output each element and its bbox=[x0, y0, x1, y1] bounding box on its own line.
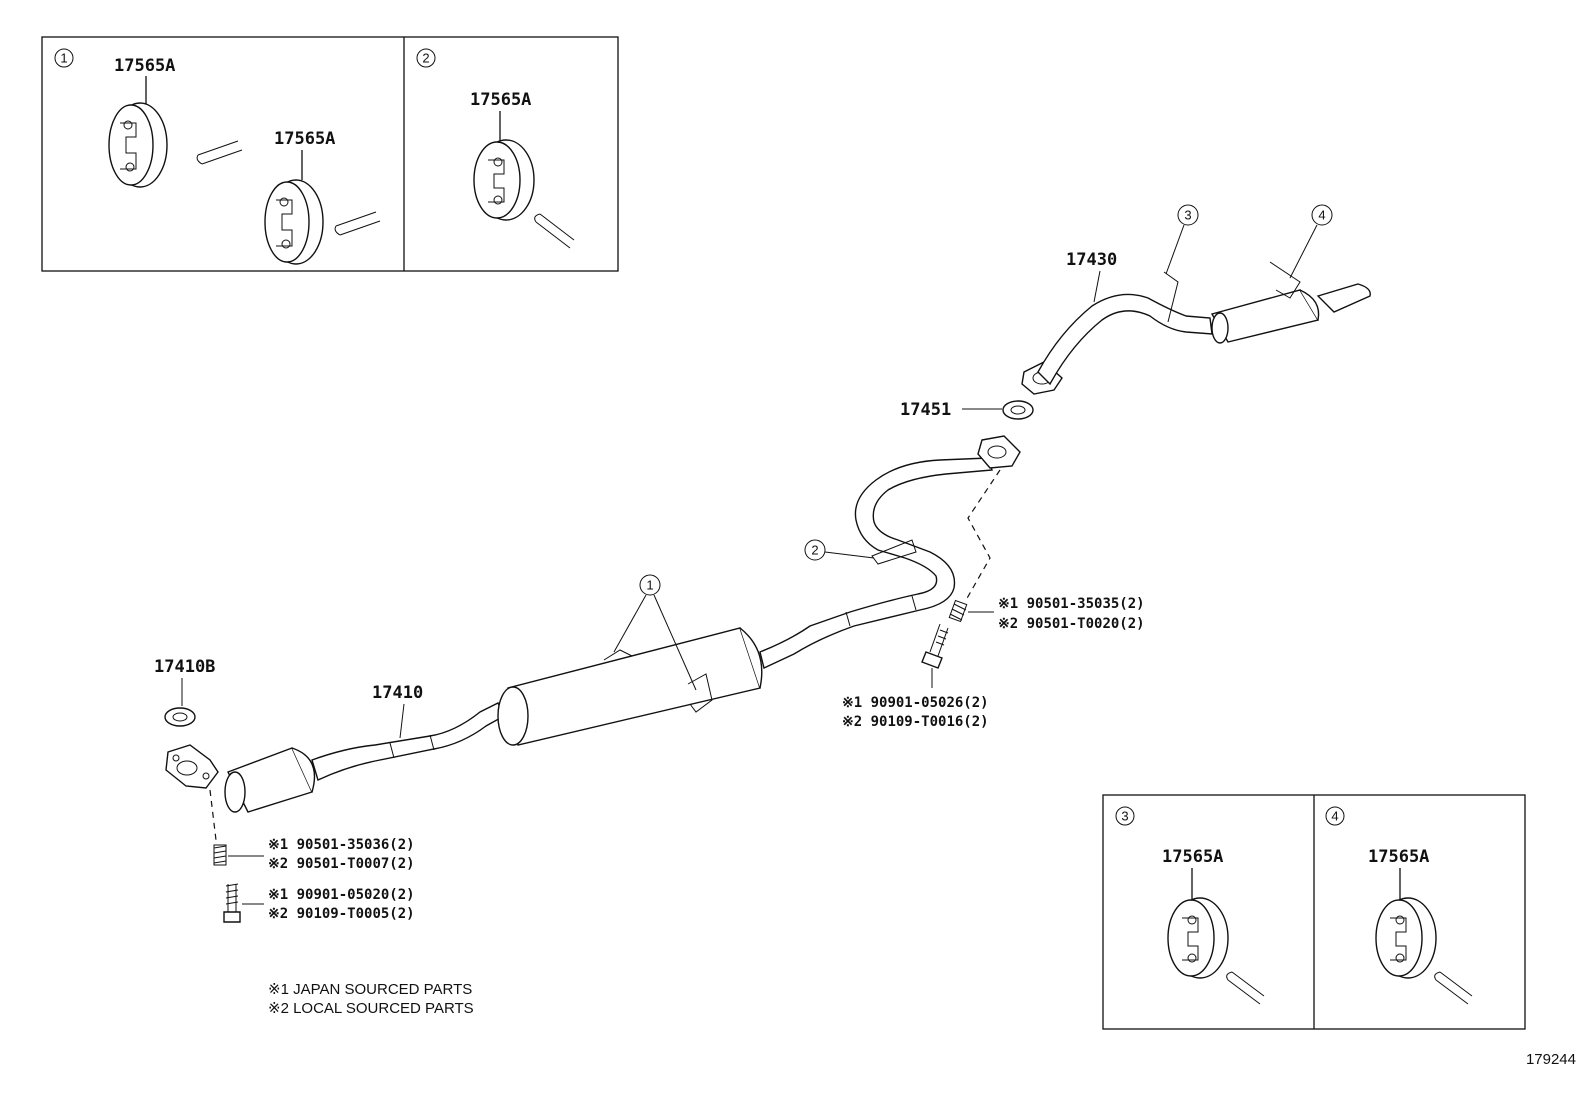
gasket-17451 bbox=[1002, 400, 1034, 420]
front-exhaust-pipe bbox=[165, 435, 1021, 813]
detail-box-1-part-b: 17565A bbox=[274, 129, 335, 149]
note-rear-bolt-1: ※1 90901-05026(2) bbox=[842, 695, 989, 711]
callout-2: 2 bbox=[804, 539, 875, 561]
detail-box-1-part-a: 17565A bbox=[114, 56, 175, 76]
note-front-spring-1: ※1 90501-35036(2) bbox=[268, 837, 415, 853]
detail-box-3-marker: 3 bbox=[1115, 806, 1135, 826]
note-rear-bolt-2: ※2 90109-T0016(2) bbox=[842, 714, 989, 730]
note-rear-spring-2: ※2 90501-T0020(2) bbox=[998, 616, 1145, 632]
hanger-rubber-icon bbox=[473, 139, 535, 221]
legend-local-sourced: ※2 LOCAL SOURCED PARTS bbox=[268, 1000, 474, 1017]
hanger-rod-icon bbox=[1226, 971, 1265, 1005]
hanger-rod-icon bbox=[334, 211, 381, 236]
detail-box-4-part: 17565A bbox=[1368, 847, 1429, 867]
hanger-rubber-icon bbox=[1375, 897, 1437, 979]
label-gasket-17451: 17451 bbox=[900, 400, 951, 420]
svg-text:1: 1 bbox=[60, 51, 67, 66]
figure-number: 179244 bbox=[1526, 1051, 1576, 1068]
front-fasteners bbox=[209, 789, 264, 923]
hanger-rubber-icon bbox=[1167, 897, 1229, 979]
svg-text:2: 2 bbox=[811, 543, 818, 558]
rear-fasteners bbox=[921, 469, 1001, 688]
label-gasket-17410b: 17410B bbox=[154, 657, 215, 677]
detail-box-2-part: 17565A bbox=[470, 90, 531, 110]
label-tail-pipe: 17430 bbox=[1066, 250, 1117, 270]
note-front-bolt-1: ※1 90901-05020(2) bbox=[268, 887, 415, 903]
detail-box-1-2: 1 17565A 17565A bbox=[41, 36, 619, 272]
label-front-pipe: 17410 bbox=[372, 683, 423, 703]
detail-box-3-part: 17565A bbox=[1162, 847, 1223, 867]
detail-box-3-4: 3 17565A 4 17565A bbox=[1102, 794, 1526, 1030]
tail-pipe-assembly bbox=[1021, 261, 1371, 395]
svg-text:3: 3 bbox=[1121, 809, 1128, 824]
hanger-rod-icon bbox=[534, 213, 575, 249]
note-rear-spring-1: ※1 90501-35035(2) bbox=[998, 596, 1145, 612]
detail-box-2-marker: 2 bbox=[416, 48, 436, 68]
detail-box-1-marker: 1 bbox=[54, 48, 74, 68]
hanger-rod-icon bbox=[196, 140, 243, 165]
spring-icon bbox=[213, 844, 227, 866]
detail-box-4-marker: 4 bbox=[1325, 806, 1345, 826]
svg-text:2: 2 bbox=[422, 51, 429, 66]
bolt-icon bbox=[921, 623, 949, 669]
svg-text:3: 3 bbox=[1184, 208, 1191, 223]
legend-japan-sourced: ※1 JAPAN SOURCED PARTS bbox=[268, 981, 472, 998]
callout-3: 3 bbox=[1165, 204, 1199, 275]
bolt-icon bbox=[223, 883, 241, 923]
callout-1: 1 bbox=[613, 574, 697, 691]
hanger-rod-icon bbox=[1434, 971, 1473, 1005]
hanger-rubber-icon bbox=[264, 179, 324, 265]
note-front-spring-2: ※2 90501-T0007(2) bbox=[268, 856, 415, 872]
svg-text:4: 4 bbox=[1331, 809, 1338, 824]
svg-text:1: 1 bbox=[646, 578, 653, 593]
spring-icon bbox=[948, 599, 968, 623]
gasket-17410b bbox=[164, 707, 196, 727]
svg-text:4: 4 bbox=[1318, 208, 1325, 223]
hanger-rubber-icon bbox=[108, 102, 168, 188]
callout-4: 4 bbox=[1289, 204, 1333, 279]
note-front-bolt-2: ※2 90109-T0005(2) bbox=[268, 906, 415, 922]
